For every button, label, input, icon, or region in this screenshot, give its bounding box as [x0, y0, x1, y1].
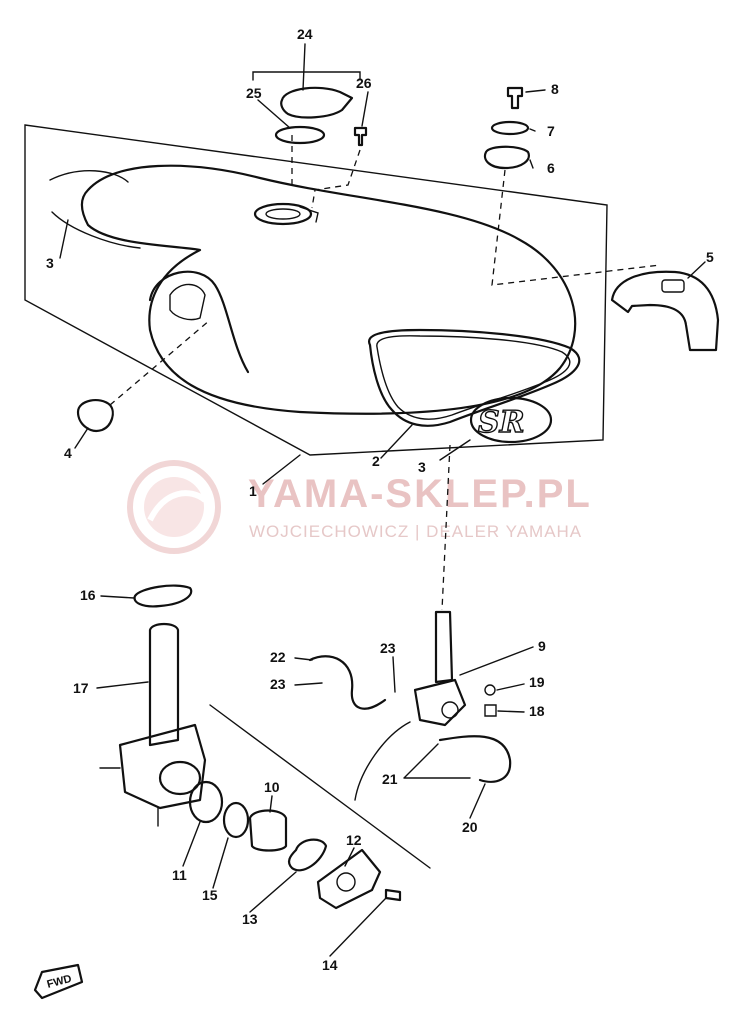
callout-25: 25: [246, 85, 262, 101]
callout-23-right: 23: [380, 640, 396, 656]
cock-screw-18: [484, 704, 497, 717]
fuel-hose-upper: [308, 655, 387, 710]
callout-13: 13: [242, 911, 258, 927]
callout-26: 26: [356, 75, 372, 91]
plate-screw: [384, 888, 402, 902]
tank-knee-recess: [148, 270, 250, 374]
callout-17: 17: [73, 680, 89, 696]
callout-15: 15: [202, 887, 218, 903]
strainer-tube: [133, 584, 193, 608]
tank-group-outline: [24, 124, 608, 456]
cock-parts-bracket: [209, 704, 431, 869]
filter-disc: [222, 801, 250, 839]
tank-cap-nut: [76, 399, 114, 432]
fuel-cap: [280, 86, 354, 119]
fwd-arrow: [33, 963, 84, 1000]
tank-side-panel-line: [49, 170, 129, 183]
callout-18: 18: [529, 703, 545, 719]
callout-23-left: 23: [270, 676, 286, 692]
callout-leaders-bottom: [96, 595, 534, 957]
callout-5: 5: [706, 249, 714, 265]
tank-side-panel-line-lower: [51, 211, 141, 249]
callout-7: 7: [547, 123, 555, 139]
fuel-hose-lower: [438, 735, 512, 783]
callout-19: 19: [529, 674, 545, 690]
rubber-seal: [368, 328, 581, 427]
plate-hole: [336, 872, 356, 892]
callout-4: 4: [64, 445, 72, 461]
watermark-title: YAMA-SKLEP.PL: [248, 472, 592, 516]
cap-hinge-mount: [299, 206, 319, 223]
bracket-damper-pad: [661, 279, 685, 293]
callout-9: 9: [538, 638, 546, 654]
callout-14: 14: [322, 957, 338, 973]
sr-emblem: [469, 396, 553, 444]
fuel-cock-body: [118, 723, 207, 810]
callout-2: 2: [372, 453, 380, 469]
callout-3-left: 3: [46, 255, 54, 271]
gasket: [287, 838, 328, 872]
fuel-cock-outlet: [158, 760, 202, 796]
callout-22: 22: [270, 649, 286, 665]
callout-1: 1: [249, 483, 257, 499]
callout-20: 20: [462, 819, 478, 835]
callout-12: 12: [346, 832, 362, 848]
cock-plate: [316, 848, 382, 910]
callout-6: 6: [547, 160, 555, 176]
cap-screw: [353, 126, 368, 147]
filler-neck-inner: [265, 208, 301, 220]
tank-recess-inner: [169, 283, 206, 321]
filler-neck: [253, 202, 313, 226]
rear-tank-bracket: [610, 270, 720, 352]
callout-16: 16: [80, 587, 96, 603]
fuel-cock-right-pipe: [434, 610, 454, 684]
arrow-to-cock: [354, 721, 411, 801]
fuel-cock-pipe: [148, 622, 180, 747]
o-ring: [188, 780, 224, 824]
sr-emblem-text: SR: [478, 405, 525, 440]
washer: [490, 120, 530, 136]
callout-8: 8: [551, 81, 559, 97]
callout-24: 24: [297, 26, 313, 42]
callout-21: 21: [382, 771, 398, 787]
watermark-subtitle: WOJCIECHOWICZ | DEALER YAMAHA: [249, 522, 582, 541]
cock-screw-19: [484, 684, 496, 696]
cap-gasket: [274, 125, 326, 145]
damper-rubber: [483, 145, 530, 170]
callout-labels: 24 25 26 8 7 6 5 3 4 1 2 3 16 17 10 11 1…: [46, 26, 714, 973]
leader-lines-top: [59, 43, 706, 611]
callout-3-right: 3: [418, 459, 426, 475]
cap-assembly-bracket: [252, 71, 361, 81]
fuel-cock-right-body: [413, 678, 467, 727]
rubber-seal-inner: [376, 335, 571, 420]
cock-lever: [248, 809, 288, 852]
watermark-logo: [127, 460, 221, 554]
callout-11: 11: [172, 867, 187, 883]
bolt: [506, 86, 524, 110]
fuel-cock-right-knob: [441, 701, 459, 719]
callout-10: 10: [264, 779, 280, 795]
